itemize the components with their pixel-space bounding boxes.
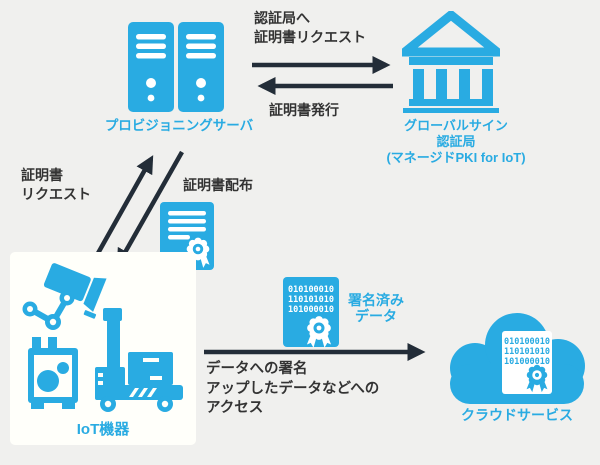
server-icon — [128, 22, 224, 112]
ca-label-line3: (マネージドPKI for IoT) — [386, 150, 526, 165]
robot-arm-icon — [22, 290, 75, 330]
signed-data-binary-line3: 101000010 — [288, 305, 334, 315]
signed-data-binary-line1: 010100010 — [288, 285, 334, 295]
provisioning-server-label: プロビジョニングサーバ — [104, 118, 254, 133]
device-request-label: 証明書 リクエスト — [21, 167, 91, 202]
request-to-ca-label: 認証局へ 証明書リクエスト — [254, 10, 366, 45]
certificate-issue-label: 証明書発行 — [269, 102, 339, 118]
ca-label-line1: グローバルサイン — [404, 118, 508, 133]
certificate-authority-label: グローバルサイン 認証局 (マネージドPKI for IoT) — [381, 118, 531, 166]
signed-data-icon: 010100010 110101010 101000010 — [283, 277, 339, 348]
certificate-distribution-label: 証明書配布 — [183, 177, 253, 193]
forklift-icon — [95, 308, 183, 412]
machine-icon — [28, 337, 78, 409]
signed-data-label: 署名済み データ — [348, 292, 404, 324]
cloud-service-label: クラウドサービス — [461, 407, 573, 423]
signed-data-binary-line2: 110101010 — [288, 295, 334, 305]
data-access-label: データへの署名 アップしたデータなどへの アクセス — [206, 361, 380, 416]
certificate-authority-icon — [402, 11, 500, 113]
cloud-icon: 010100010 110101010 101000010 — [450, 313, 585, 404]
cloud-binary-line3: 101000010 — [504, 357, 550, 367]
iot-devices-label: IoT機器 — [76, 421, 130, 438]
camera-icon — [43, 263, 107, 319]
cloud-binary-line1: 010100010 — [504, 337, 550, 347]
ca-label-line2: 認証局 — [436, 134, 476, 149]
iot-devices-icons — [22, 263, 183, 412]
cloud-binary-line2: 110101010 — [504, 347, 550, 357]
arrow-certificate-distribution — [116, 150, 184, 267]
